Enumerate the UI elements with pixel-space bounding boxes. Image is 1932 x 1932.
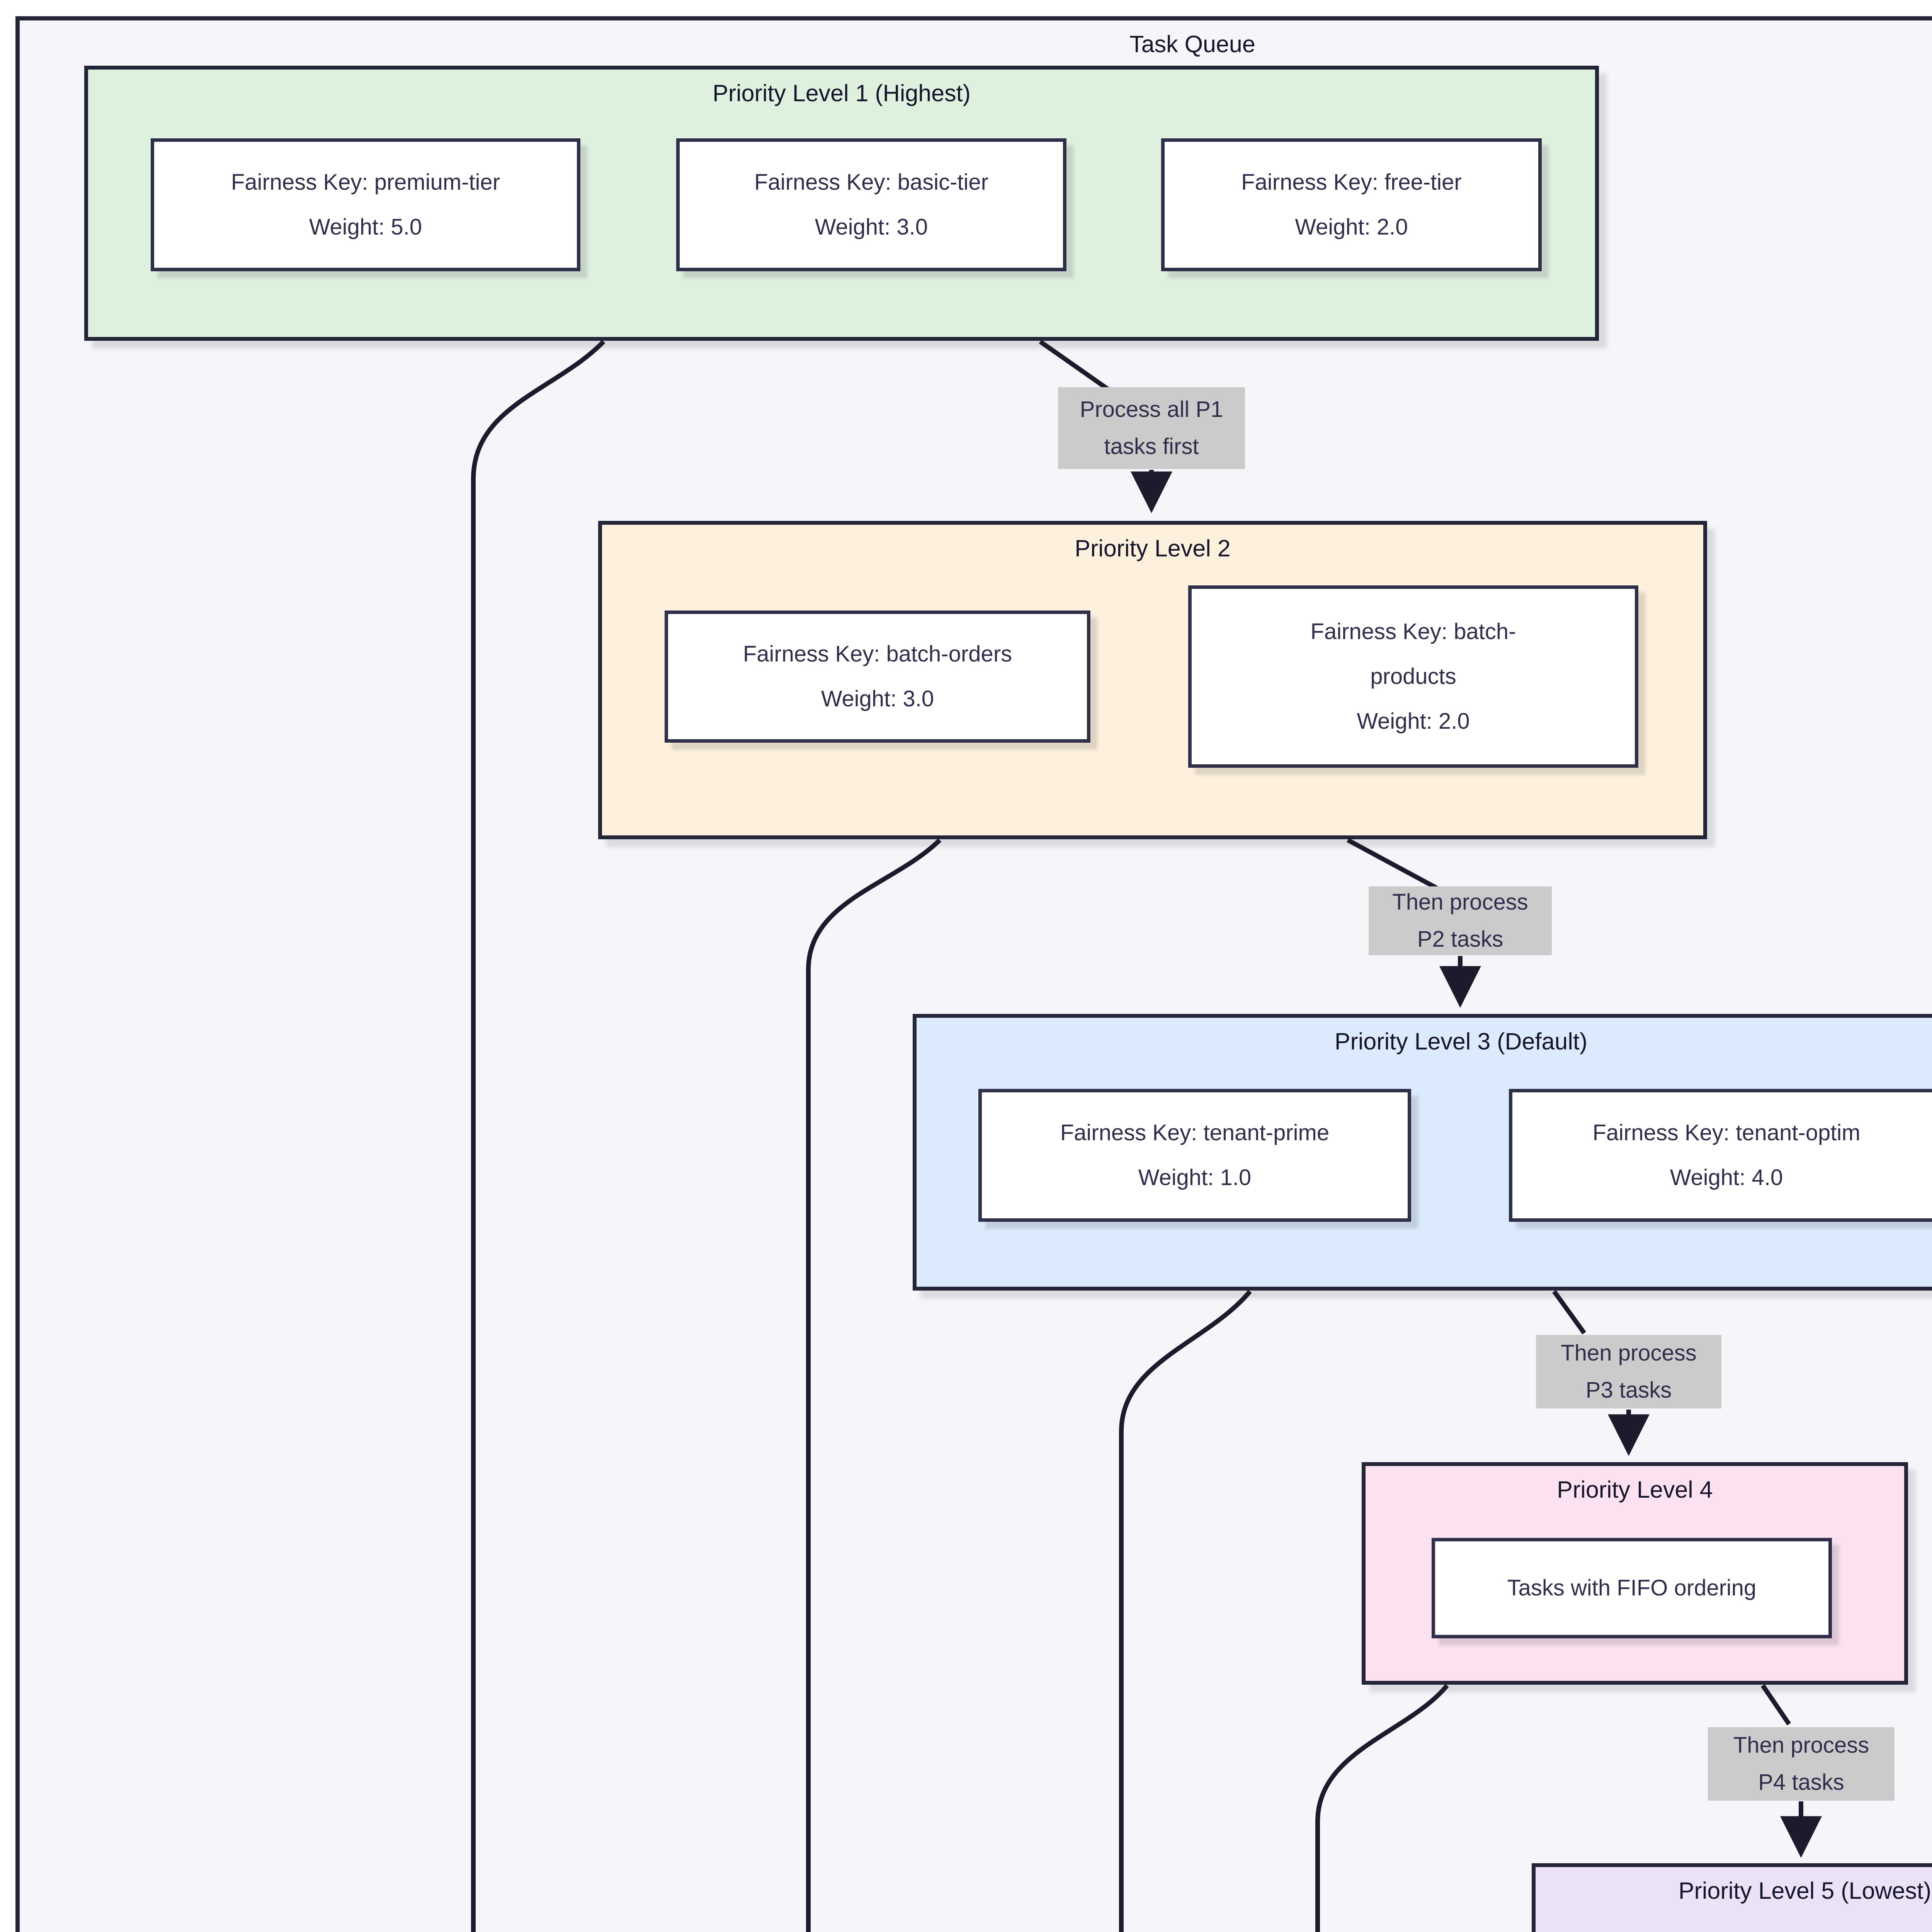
node-batch-products: Fairness Key: batch- products Weight: 2.… — [1188, 585, 1638, 768]
node-fifo-p4: Tasks with FIFO ordering — [1432, 1538, 1832, 1638]
node-text-line: Fairness Key: tenant-optim — [1592, 1120, 1861, 1145]
edge-label-line: Then process — [1733, 1733, 1869, 1758]
cluster-priority-level-1-title: Priority Level 1 (Highest) — [713, 80, 971, 106]
edge-label-line: P4 tasks — [1758, 1770, 1844, 1795]
node-text-line: Weight: 3.0 — [815, 214, 928, 240]
node-free-tier: Fairness Key: free-tier Weight: 2.0 — [1161, 138, 1542, 271]
node-text-line: Fairness Key: premium-tier — [231, 170, 500, 195]
node-text-line: Weight: 5.0 — [309, 214, 422, 240]
node-text-line: Fairness Key: batch-orders — [743, 641, 1012, 667]
edge-label-p2-p3: Then process P2 tasks — [1369, 886, 1552, 955]
cluster-priority-level-3-title: Priority Level 3 (Default) — [1334, 1028, 1588, 1054]
edge-label-line: Process all P1 — [1080, 397, 1223, 422]
cluster-priority-level-2-title: Priority Level 2 — [1075, 535, 1231, 561]
node-text-line: Fairness Key: basic-tier — [754, 170, 988, 195]
node-text-line: Tasks with FIFO ordering — [1507, 1575, 1757, 1600]
cluster-priority-level-5: Priority Level 5 (Lowest) — [1532, 1863, 1932, 1932]
node-tenant-optim: Fairness Key: tenant-optim Weight: 4.0 — [1509, 1089, 1932, 1222]
edge-label-line: Then process — [1392, 889, 1528, 915]
cluster-priority-level-5-title: Priority Level 5 (Lowest) — [1678, 1878, 1932, 1904]
node-batch-orders: Fairness Key: batch-orders Weight: 3.0 — [665, 611, 1090, 743]
edge-label-line: tasks first — [1104, 434, 1199, 459]
node-text-line: Fairness Key: tenant-prime — [1060, 1120, 1330, 1145]
edge-label-line: P3 tasks — [1585, 1378, 1672, 1403]
node-text-line: Weight: 4.0 — [1670, 1165, 1783, 1190]
edge-label-line: Then process — [1561, 1340, 1697, 1366]
node-text-line: Weight: 3.0 — [821, 686, 934, 711]
edge-label-p1-p2: Process all P1 tasks first — [1058, 387, 1245, 469]
edge-label-p4-p5: Then process P4 tasks — [1708, 1727, 1895, 1801]
edge-label-p3-p4: Then process P3 tasks — [1536, 1335, 1721, 1408]
node-basic-tier: Fairness Key: basic-tier Weight: 3.0 — [676, 138, 1066, 271]
node-text-line: Weight: 2.0 — [1295, 214, 1408, 240]
node-premium-tier: Fairness Key: premium-tier Weight: 5.0 — [151, 138, 580, 271]
node-text-line: Weight: 2.0 — [1357, 709, 1470, 734]
node-text-line: products — [1370, 664, 1456, 689]
node-tenant-prime: Fairness Key: tenant-prime Weight: 1.0 — [978, 1089, 1411, 1222]
cluster-priority-level-4-title: Priority Level 4 — [1557, 1476, 1713, 1503]
edge-label-line: P2 tasks — [1417, 927, 1503, 952]
node-text-line: Fairness Key: batch- — [1310, 619, 1516, 644]
task-queue-title: Task Queue — [1129, 31, 1255, 57]
node-text-line: Fairness Key: free-tier — [1241, 170, 1462, 195]
node-text-line: Weight: 1.0 — [1138, 1165, 1252, 1190]
